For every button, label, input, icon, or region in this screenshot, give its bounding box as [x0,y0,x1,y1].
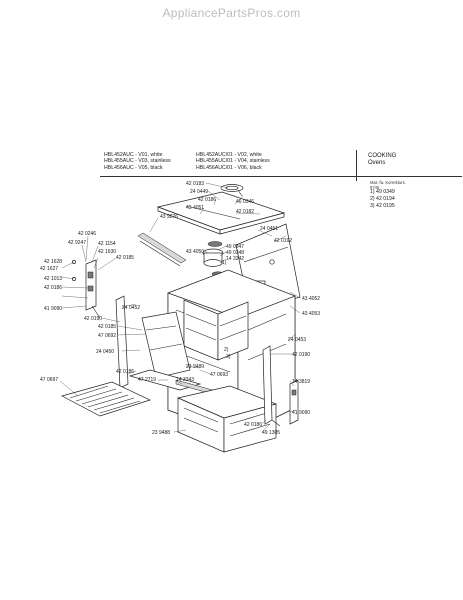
part-label: 14 3343 [176,377,194,383]
part-label: 47 0693 [210,372,228,378]
part-label: 41 9090 [292,410,310,416]
part-label: 43 4051 [186,205,204,211]
part-label: 42 0192 [274,238,292,244]
part-label: 42 0182 [236,209,254,215]
wire-rack-part [61,381,151,417]
oven-cavity-part [183,299,249,361]
part-label: 42 1013 [44,276,62,282]
part-label: 46 0346 [236,199,254,205]
part-label: 23 9488 [152,430,170,436]
lower-box-part [176,385,278,453]
model-line: HBL456AUC - V05, black [104,164,163,171]
front-frame-part [115,295,191,389]
marker-label: 2) [224,347,229,353]
marker-label: 1) [222,260,227,266]
model-line: HBL455AUC - V03, stainless [104,158,171,165]
part-label: 42 0186 [244,422,262,428]
category-label: COOKING Ovens [368,153,396,167]
model-line: HBL452AUC/01 - V02, white [196,152,262,158]
part-label: 24 0449 [190,189,208,195]
part-label: 47 0692 [98,333,116,339]
part-label: 24 0451 [260,226,278,232]
part-label: 14 3342 [226,256,244,262]
part-label: 49 1305 [262,430,280,436]
part-label: 42 1628 [44,259,62,265]
top-cover-part [156,191,286,235]
part-label: 24 0453 [288,337,306,343]
category-line-2: Ovens [368,160,386,166]
part-label: 42 0186 [198,197,216,203]
part-label: 41 9090 [44,306,62,312]
part-label: 42 1154 [98,241,116,247]
leader-lines [59,182,301,433]
part-label: 47 0697 [40,377,58,383]
mfg-header-text: Mat.-fa. Korrekturs. [370,180,406,185]
part-label: 42 9247 [68,240,86,246]
part-label: 49 0347 [226,244,244,250]
part-label: 42 0190 [292,352,310,358]
notes-legend: 1) 49 0349 2) 42 0194 3) 42 0195 [370,189,395,210]
note-item: 1) 49 0349 [370,189,395,195]
part-label: 42 0190 [84,316,102,322]
part-label: 43 9276 [160,214,178,220]
header-divider-vertical [356,150,357,181]
header-divider [100,176,462,177]
part-label: 42 0186 [116,369,134,375]
category-line-1: COOKING [368,153,397,159]
front-trim-part [137,232,187,267]
model-line: HBL455AUC/01 - V04, stainless [196,158,270,165]
part-label: 43 4053 [302,311,320,317]
control-bracket-part [72,259,101,319]
part-labels: 42 0183 24 0449 42 0186 43 4051 43 9276 … [40,181,320,436]
mfg-header: Mat.-fa. Korrekturs. 9745 [370,180,406,190]
part-label: 42 1627 [40,266,58,272]
model-list-right: HBL452AUC/01 - V02, white HBL455AUC/01 -… [196,152,270,171]
watermark-text: AppliancePartsPros.com [162,6,301,20]
part-label: 42 0183 [186,181,204,187]
part-label: 47 2719 [138,377,156,383]
part-label: 43 4050 [186,249,204,255]
marker-label: 3) [226,354,231,360]
model-list-left: HBL452AUC - V01, white HBL455AUC - V03, … [104,152,171,171]
model-line: HBL456AUC/01 - V06, black [196,164,262,171]
note-item: 2) 42 0194 [370,196,395,202]
part-label: 24 0452 [122,305,140,311]
note-item: 3) 42 0195 [370,203,395,209]
right-rail-part [262,345,299,427]
part-label: 42 0246 [78,231,96,237]
part-label: 42 1630 [98,249,116,255]
part-label: 42 0186 [44,285,62,291]
part-label: 14 3819 [292,379,310,385]
part-label: 42 0185 [116,255,134,261]
part-label: 43 4052 [302,296,320,302]
model-line: HBL452AUC - V01, white [104,152,163,158]
fan-motor-part [202,241,225,277]
part-label: 42 0185 [98,324,116,330]
mfg-sub-text: 9745 [370,185,380,190]
part-label: 24 0450 [96,349,114,355]
part-label: 49 0348 [226,250,244,256]
part-label: 23 9489 [186,364,204,370]
top-element-part [220,184,244,197]
